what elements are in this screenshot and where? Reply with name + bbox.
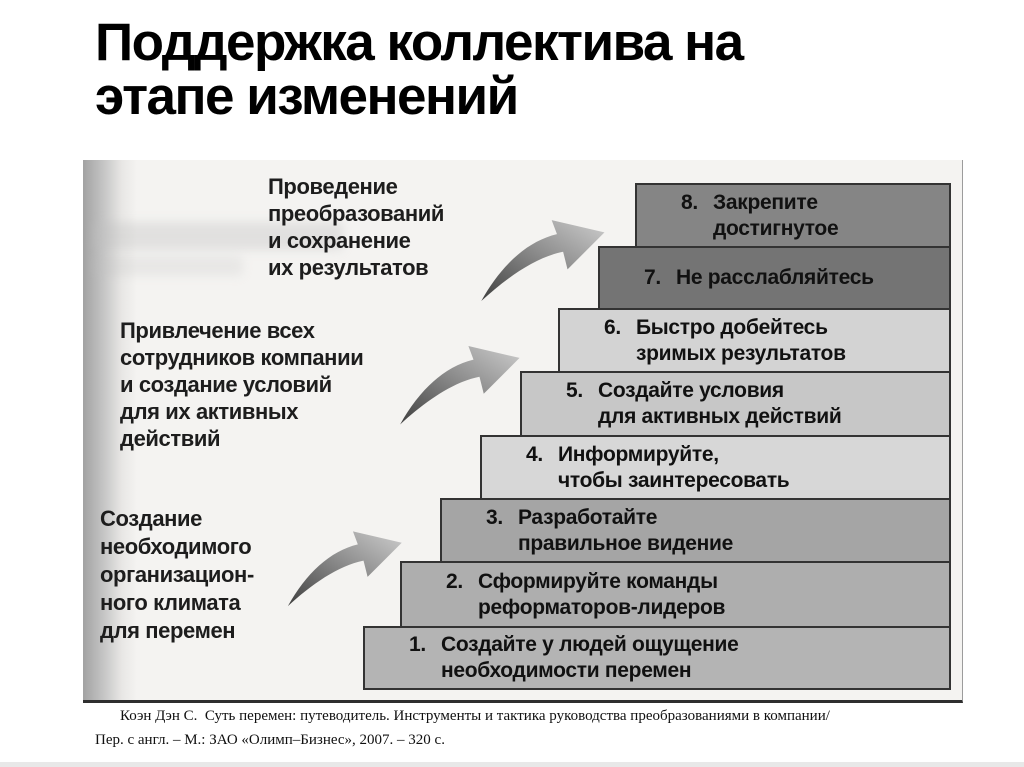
step-text: Создайте условия [598,379,784,402]
step-number: 4. [526,442,543,466]
step-number: 2. [446,569,463,593]
step-8: 8. Закрепите достигнутое [635,183,951,248]
step-text: необходимости перемен [441,659,692,682]
step-text: правильное видение [518,531,733,555]
step-text: Закрепите [713,190,818,214]
step-number: 5. [566,379,583,402]
step-number: 6. [604,315,621,339]
step-text: для активных действий [598,405,842,428]
step-text: Сформируйте команды [478,569,718,593]
step-2: 2. Сформируйте команды реформаторов-лидер… [400,561,951,628]
page-gutter-shadow [83,160,137,700]
step-text: Информируйте, [558,442,719,466]
slide-title: Поддержка коллектива на этапе изменений [95,13,744,126]
step-text: зримых результатов [636,341,846,365]
stage-label-top: Проведение преобразований и сохранение и… [268,174,444,280]
step-text: Не расслабляйтесь [676,266,874,289]
step-number: 1. [409,633,426,656]
step-text: достигнутое [713,216,839,240]
step-text: реформаторов-лидеров [478,595,726,619]
diagram-scan: Проведение преобразований и сохранение и… [83,160,963,703]
step-6: 6. Быстро добейтесь зримых результатов [558,308,951,373]
step-text: Быстро добейтесь [636,315,828,339]
bottom-edge-bar [0,762,1024,767]
step-7: 7. Не расслабляйтесь [598,246,951,310]
step-text: чтобы заинтересовать [558,468,790,492]
curved-arrow-icon [287,531,402,607]
curved-arrow-icon [400,345,520,425]
citation-line-2: Пер. с англ. – М.: ЗАО «Олимп–Бизнес», 2… [95,732,445,748]
stage-label-bottom: Создание необходимого организацион- ного… [100,506,254,643]
step-text: Разработайте [518,505,658,529]
ghost-bleed-through [93,256,243,276]
ghost-bleed-through [93,222,343,250]
step-1: 1. Создайте у людей ощущение необходимост… [363,626,951,690]
citation-line-1: Коэн Дэн С. Суть перемен: путеводитель. … [120,708,830,724]
step-4: 4. Информируйте, чтобы заинтересовать [480,435,951,500]
step-number: 3. [486,505,503,529]
step-text: Создайте у людей ощущение [441,633,739,656]
step-number: 8. [681,190,698,214]
curved-arrow-icon [481,220,605,302]
step-3: 3. Разработайте правильное видение [440,498,951,563]
step-5: 5. Создайте условия для активных действий [520,371,951,437]
step-number: 7. [644,266,661,289]
stage-label-middle: Привлечение всех сотрудников компании и … [120,318,364,451]
